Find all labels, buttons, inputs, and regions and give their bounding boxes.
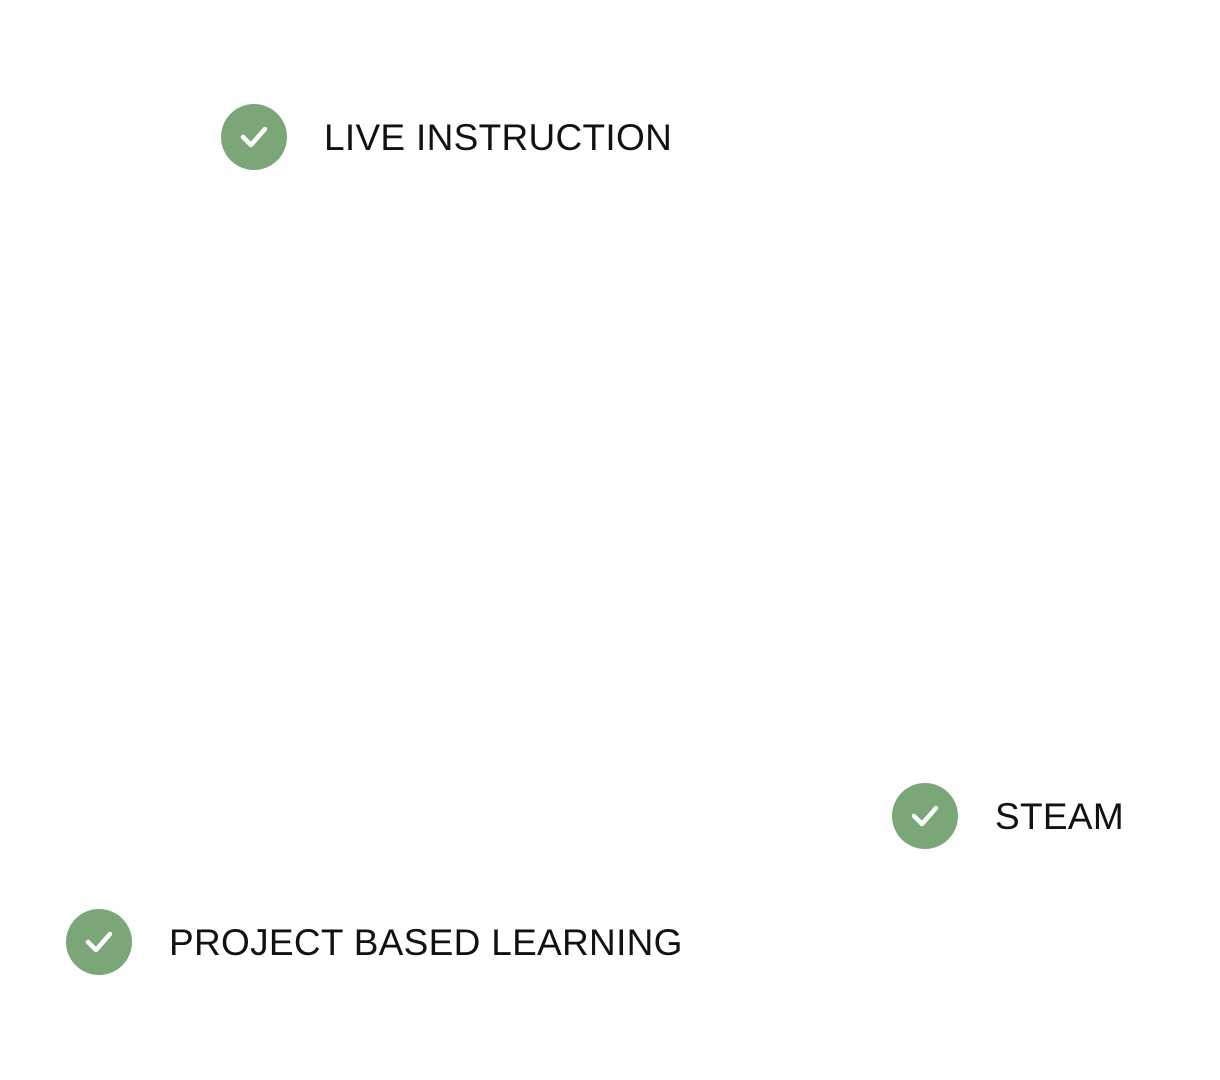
feature-steam: STEAM [892, 783, 1124, 849]
feature-label: LIVE INSTRUCTION [324, 116, 673, 158]
feature-project-based-learning: PROJECT BASED LEARNING [66, 909, 683, 975]
check-circle-icon [221, 104, 287, 170]
feature-label: STEAM [995, 795, 1124, 837]
check-circle-icon [892, 783, 958, 849]
check-circle-icon [66, 909, 132, 975]
feature-live-instruction: LIVE INSTRUCTION [221, 104, 672, 170]
feature-label: PROJECT BASED LEARNING [169, 921, 683, 963]
